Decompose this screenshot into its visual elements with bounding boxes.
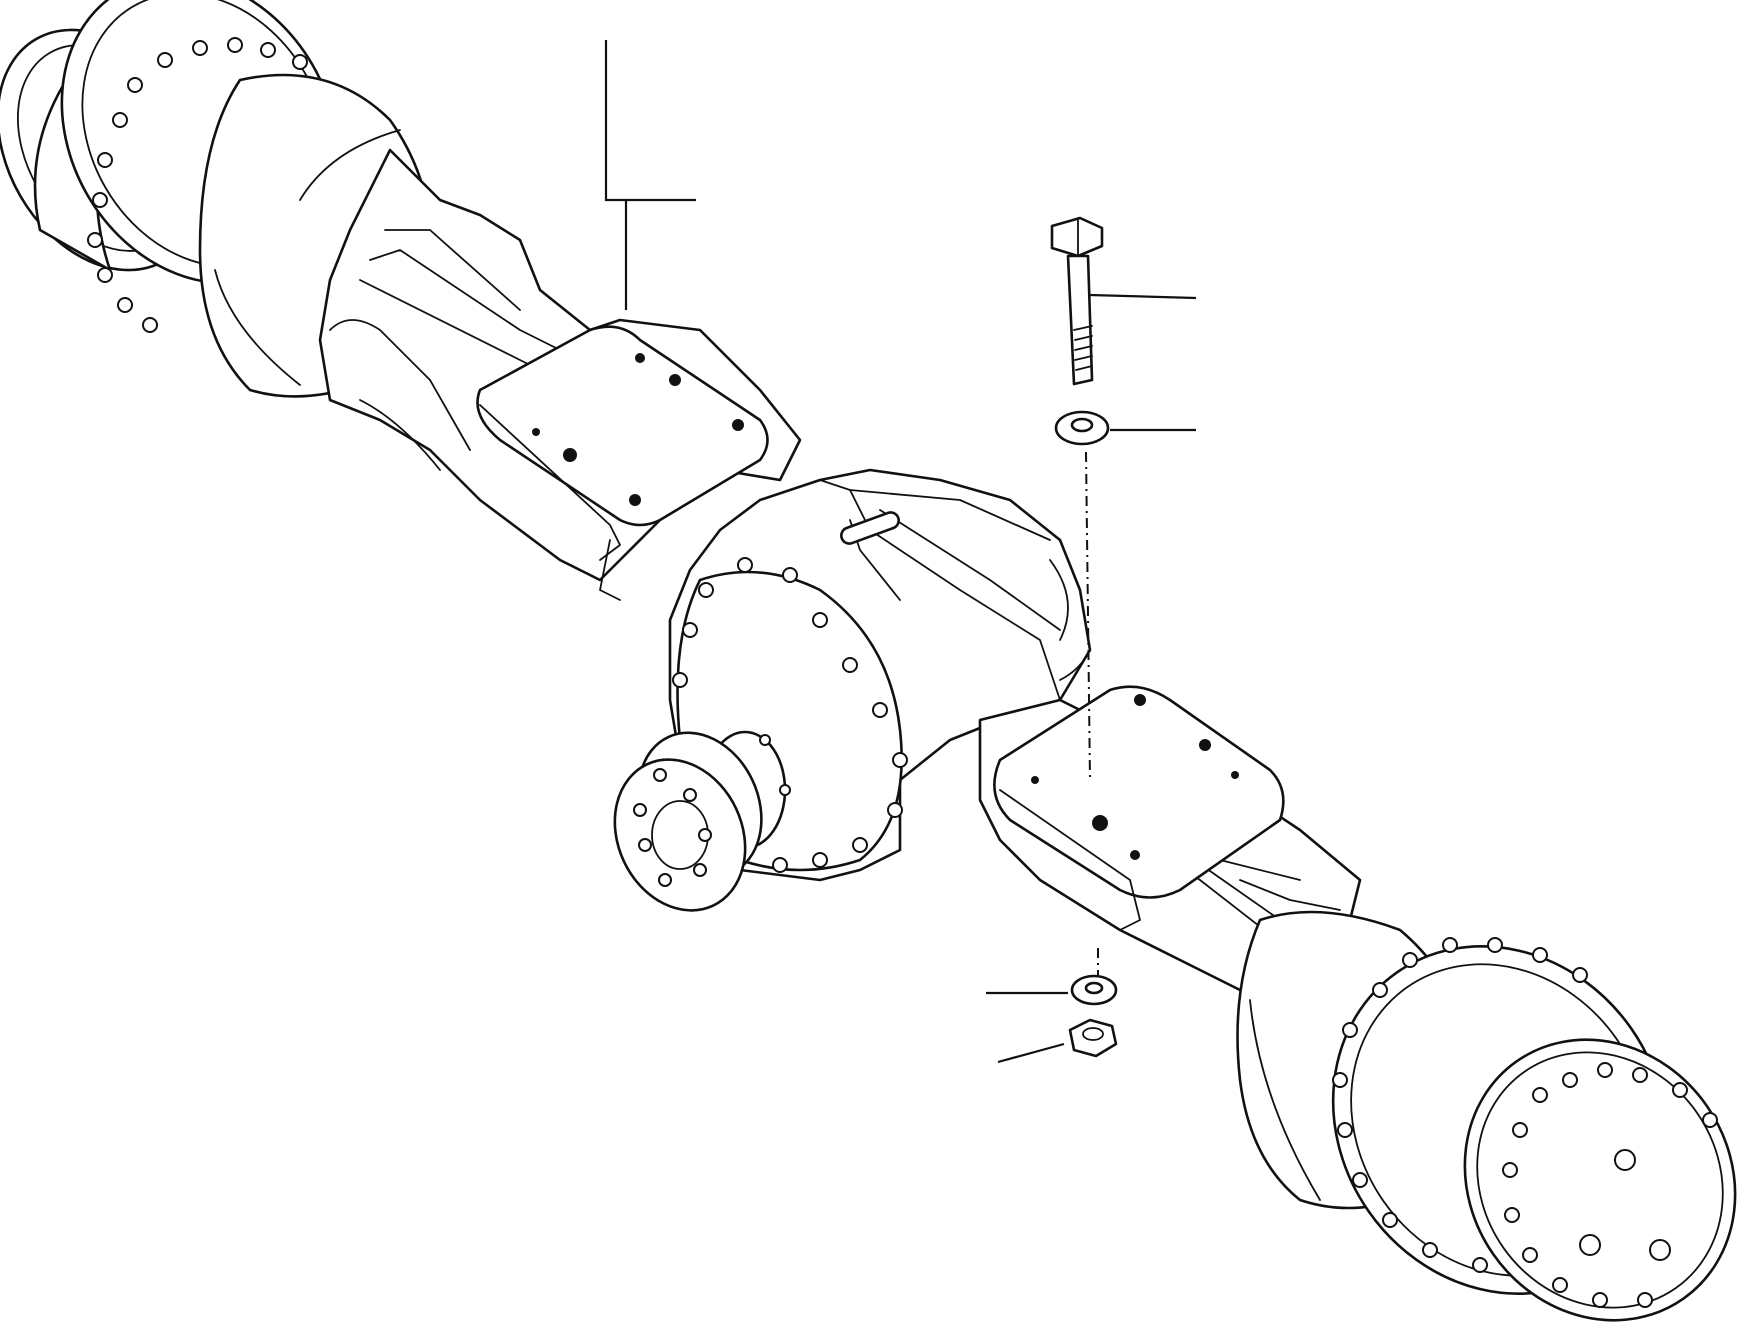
left-mounting-pad	[476, 325, 769, 601]
leader-nut	[997, 1042, 1065, 1064]
pinion-flange-bolts	[633, 734, 791, 887]
washer-upper	[1054, 410, 1110, 446]
left-flange-bolts	[87, 37, 308, 333]
right-mounting-pad	[993, 685, 1285, 931]
leader-bolt	[1089, 293, 1197, 300]
callout-leaders	[604, 40, 1197, 1064]
bolt	[1050, 216, 1104, 386]
right-wheel-hub	[1236, 910, 1737, 1322]
right-flange-bolts	[1332, 937, 1588, 1273]
bolt-centerline	[1085, 451, 1091, 781]
washer-lower	[1070, 974, 1118, 1006]
differential-housing	[613, 468, 1092, 912]
leader-axle	[604, 40, 696, 202]
diff-cover-bolts	[672, 557, 908, 873]
nut	[1068, 1018, 1118, 1058]
right-hub-face-bolts	[1502, 1062, 1718, 1308]
